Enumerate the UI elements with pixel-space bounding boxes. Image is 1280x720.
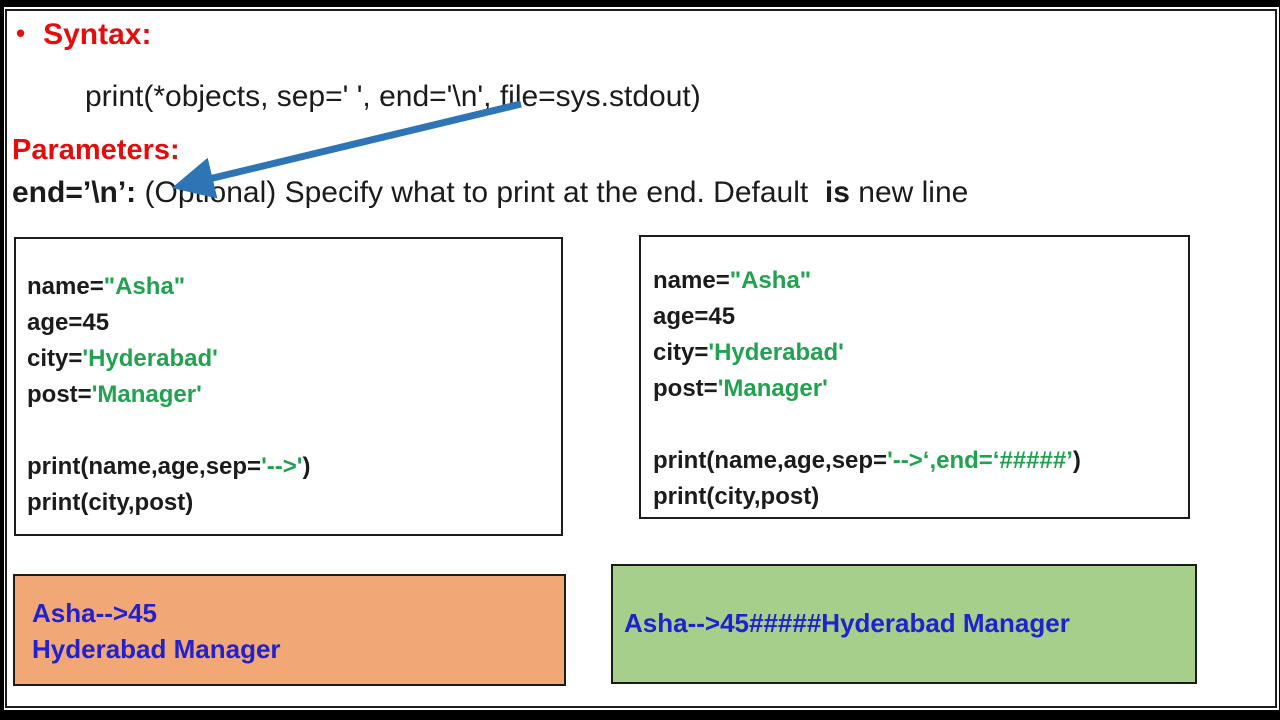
code-text: city= <box>653 339 709 366</box>
code-line: age=45 <box>653 299 1188 335</box>
code-text: age=45 <box>27 309 110 336</box>
code-text: print(name,age,sep= <box>27 453 262 480</box>
end-parameter-description: end=’\n’: (Optional) Specify what to pri… <box>12 176 968 210</box>
end-term: end=’\n’: <box>12 176 137 209</box>
bullet-icon: • <box>16 18 26 48</box>
code-text: name= <box>27 273 104 300</box>
string-literal: "Asha" <box>103 273 186 300</box>
code-line: name="Asha" <box>653 263 1188 299</box>
code-text: print(name,age,sep= <box>653 447 888 474</box>
code-line: name="Asha" <box>27 269 561 305</box>
code-line: age=45 <box>27 305 561 341</box>
code-line <box>27 413 561 449</box>
code-line: print(name,age,sep='-->') <box>27 449 561 485</box>
code-text: ) <box>302 453 311 480</box>
output-box-right: Asha-->45#####Hyderabad Manager <box>611 564 1197 684</box>
code-text: city= <box>27 345 83 372</box>
code-line: city='Hyderabad' <box>27 341 561 377</box>
code-line: print(city,post) <box>653 479 1188 515</box>
code-line: Asha-->45 <box>32 598 157 628</box>
string-literal: '-->‘,end=‘#####’ <box>887 447 1073 474</box>
code-line: city='Hyderabad' <box>653 335 1188 371</box>
string-literal: 'Manager' <box>91 381 202 408</box>
code-text: print(city,post) <box>27 489 194 516</box>
code-line: post='Manager' <box>653 371 1188 407</box>
end-description-tail: new line <box>849 176 969 209</box>
code-line: print(city,post) <box>27 485 561 521</box>
string-literal: '-->' <box>261 453 303 480</box>
parameters-heading: Parameters: <box>12 134 180 166</box>
code-line: Asha-->45#####Hyderabad Manager <box>624 608 1070 638</box>
code-text: ) <box>1072 447 1081 474</box>
code-text: post= <box>27 381 92 408</box>
code-text: print(city,post) <box>653 483 820 510</box>
code-text: age=45 <box>653 303 736 330</box>
code-line <box>653 407 1188 443</box>
code-text: name= <box>653 267 730 294</box>
slide-border-frame <box>5 9 1277 708</box>
syntax-heading: • Syntax: <box>16 18 151 52</box>
code-line: print(name,age,sep='-->‘,end=‘#####’) <box>653 443 1188 479</box>
string-literal: 'Hyderabad' <box>82 345 218 372</box>
code-line: post='Manager' <box>27 377 561 413</box>
print-syntax-code: print(*objects, sep=' ', end='\n', file=… <box>85 80 701 113</box>
string-literal: "Asha" <box>729 267 812 294</box>
code-line: Hyderabad Manager <box>32 634 281 664</box>
string-literal: 'Manager' <box>717 375 828 402</box>
string-literal: 'Hyderabad' <box>708 339 844 366</box>
code-text: post= <box>653 375 718 402</box>
end-description: (Optional) Specify what to print at the … <box>136 176 825 209</box>
syntax-heading-label: Syntax: <box>43 18 152 51</box>
end-description-bold-is: is <box>824 176 850 209</box>
